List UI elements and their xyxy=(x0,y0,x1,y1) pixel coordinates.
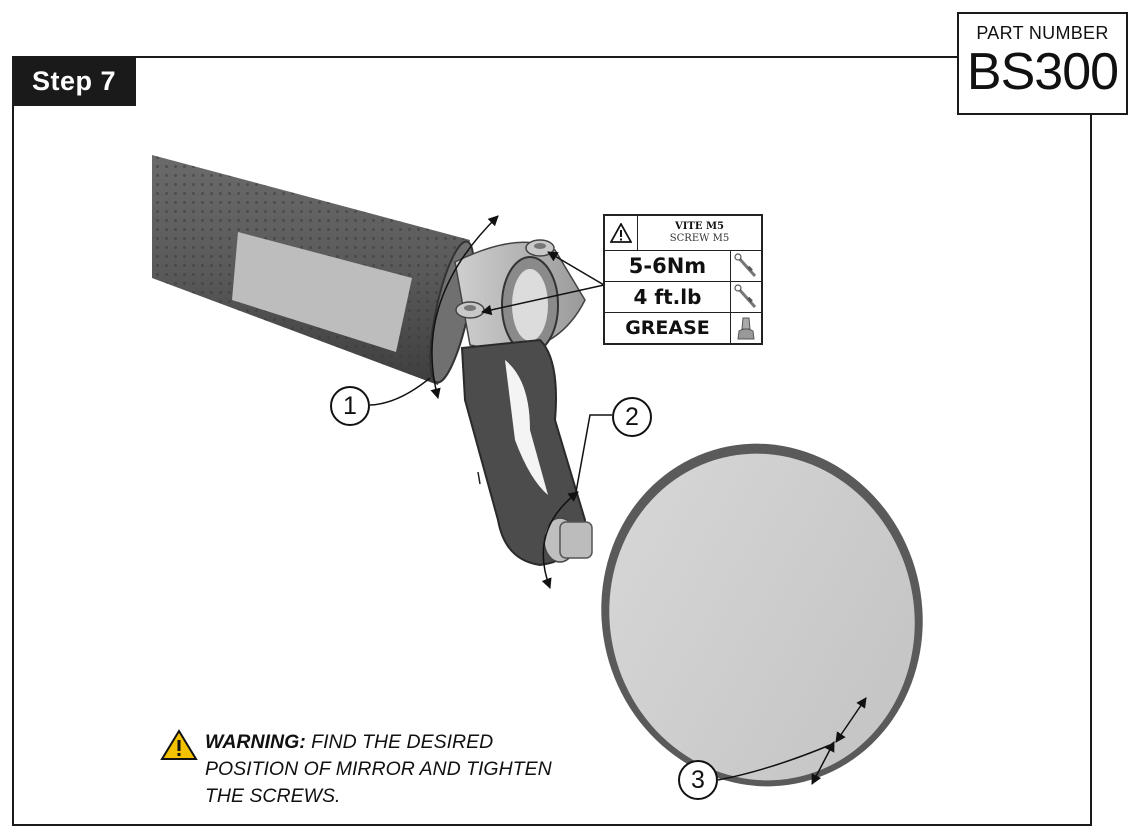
part-number: BS300 xyxy=(966,43,1119,101)
warning-triangle-icon xyxy=(160,729,198,760)
step-frame xyxy=(12,56,1092,826)
rotation-arrow-3b xyxy=(811,741,835,785)
warning-label: WARNING: xyxy=(205,731,306,753)
callout-1: 1 xyxy=(330,386,370,426)
leader-callout-1 xyxy=(369,377,431,406)
callout-2: 2 xyxy=(612,397,652,437)
step-label: Step 7 xyxy=(12,56,136,106)
bar-clamp xyxy=(454,239,586,354)
grease-tube-icon xyxy=(731,313,761,343)
warning-text-1: FIND THE DESIRED xyxy=(311,731,494,753)
torque-nm-value: 5-6Nm xyxy=(605,251,731,281)
warning-line-1: WARNING: FIND THE DESIRED xyxy=(160,729,600,756)
spec-row-ftlb: 4 ft.lb xyxy=(605,282,761,313)
leader-callout-2 xyxy=(575,414,612,493)
arm-mark xyxy=(477,471,481,485)
torque-ftlb-value: 4 ft.lb xyxy=(605,282,731,312)
spec-row-nm: 5-6Nm xyxy=(605,251,761,282)
warning-text-2: POSITION OF MIRROR AND TIGHTEN xyxy=(205,758,552,780)
spec-header-row: VITE M5 SCREW M5 xyxy=(605,216,761,251)
torque-wrench-icon xyxy=(731,251,761,281)
torque-wrench-icon xyxy=(731,282,761,312)
spec-title-it: VITE M5 xyxy=(674,221,724,232)
torque-spec-table: VITE M5 SCREW M5 5-6Nm 4 ft.lb GREASE xyxy=(603,214,763,345)
spec-row-grease: GREASE xyxy=(605,313,761,343)
leader-callout-3 xyxy=(717,744,831,781)
callout-3: 3 xyxy=(678,760,718,800)
mirror-head xyxy=(601,443,923,787)
rotation-arrow-3a xyxy=(835,697,867,743)
warning-text-3: THE SCREWS. xyxy=(205,785,341,807)
handlebar-grip xyxy=(152,155,475,385)
leader-screw-top xyxy=(547,251,605,286)
spec-title: VITE M5 SCREW M5 xyxy=(638,216,761,250)
rotation-arrow-2 xyxy=(541,491,579,589)
grease-label: GREASE xyxy=(605,313,731,343)
leader-screw-bottom xyxy=(480,284,605,316)
rotation-arrow-1 xyxy=(430,215,499,400)
warning-note: WARNING: FIND THE DESIRED POSITION OF MI… xyxy=(160,729,600,810)
part-number-box: PART NUMBER BS300 xyxy=(957,12,1128,115)
part-number-label: PART NUMBER xyxy=(976,23,1109,43)
spec-title-en: SCREW M5 xyxy=(669,233,730,244)
warning-triangle-icon xyxy=(605,216,638,250)
mirror-arm xyxy=(460,338,593,567)
